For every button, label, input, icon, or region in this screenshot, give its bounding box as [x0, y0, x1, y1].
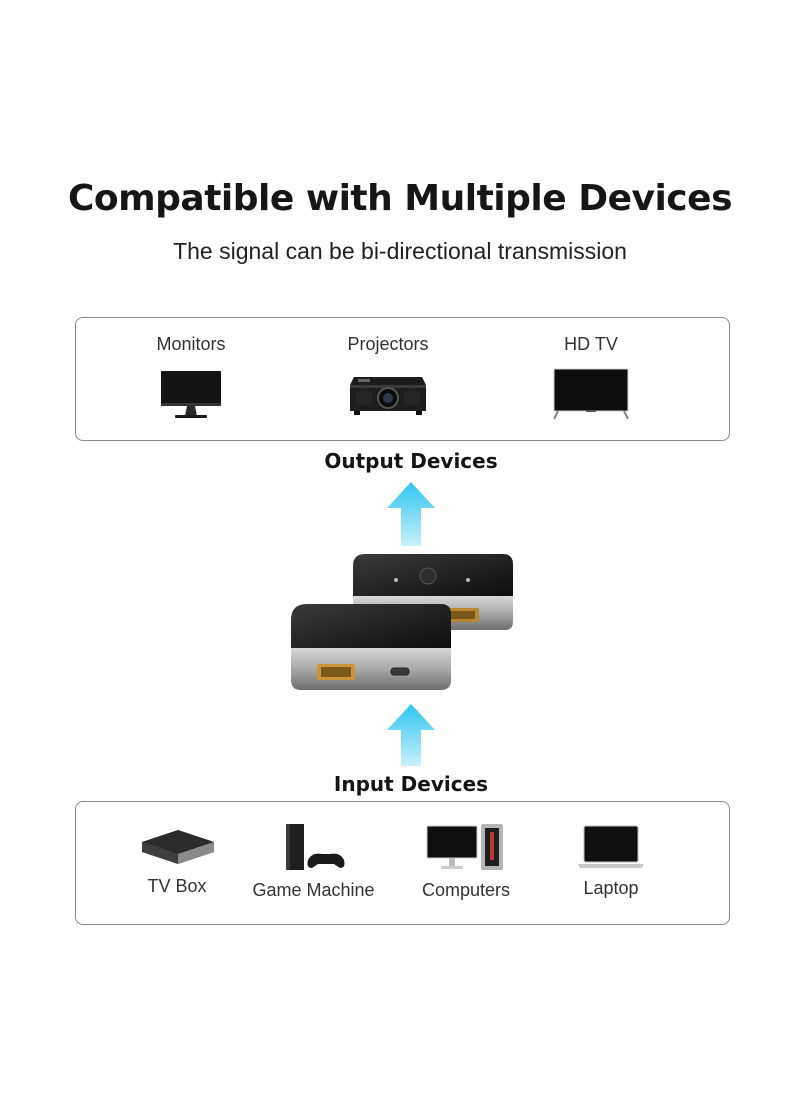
device-label: Laptop [583, 878, 639, 898]
device-game-machine: Game Machine [246, 822, 381, 901]
hdmi-switch-image [291, 554, 513, 690]
monitor-icon [161, 371, 221, 418]
device-monitors: Monitors [136, 334, 246, 421]
device-label: HD TV [564, 334, 618, 354]
device-computers: Computers [411, 822, 521, 901]
output-devices-heading: Output Devices [324, 449, 498, 473]
input-devices-heading: Input Devices [333, 772, 489, 796]
game-console-icon [285, 824, 344, 870]
page-title: Compatible with Multiple Devices [68, 178, 733, 219]
device-label: Projectors [347, 334, 429, 354]
device-label: TV Box [147, 876, 207, 896]
device-tv-box: TV Box [131, 824, 223, 897]
input-devices-panel: TV Box Game Machine Computers Laptop [75, 801, 730, 925]
device-laptop: Laptop [561, 824, 661, 899]
tv-icon [553, 368, 629, 420]
tv-box-icon [142, 830, 214, 864]
device-label: Computers [421, 880, 511, 900]
desktop-computer-icon [426, 824, 503, 870]
output-devices-panel: Monitors Projectors HD TV [75, 317, 730, 441]
device-projectors: Projectors [333, 334, 443, 417]
page-subtitle: The signal can be bi-directional transmi… [173, 238, 627, 264]
device-label: Game Machine [252, 880, 375, 900]
device-label: Monitors [156, 334, 226, 354]
arrow-up-icon [387, 704, 435, 766]
laptop-icon [578, 825, 644, 868]
arrow-up-icon [387, 482, 435, 546]
device-hd-tv: HD TV [536, 334, 646, 421]
projector-icon [350, 377, 426, 415]
